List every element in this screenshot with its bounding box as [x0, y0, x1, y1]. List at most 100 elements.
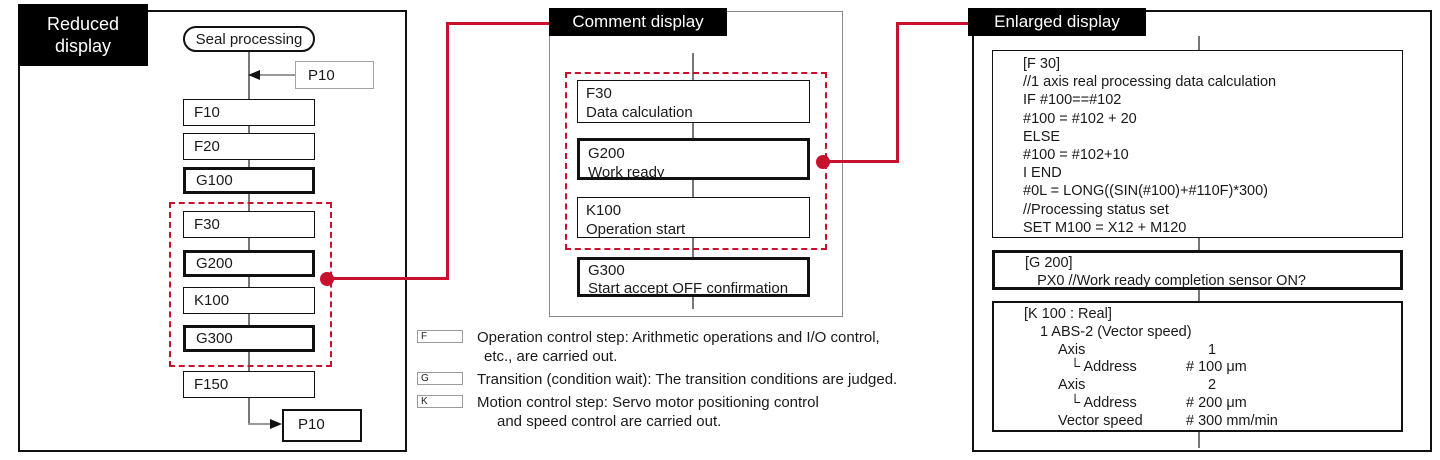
- comment-step-text: Start accept OFF confirmation: [588, 280, 789, 297]
- start-node-seal-processing: Seal processing: [183, 26, 315, 52]
- step-F150: F150: [183, 371, 315, 398]
- flow-line: [692, 53, 694, 80]
- k-row-label: Vector speed: [1058, 412, 1143, 429]
- flow-line: [248, 398, 250, 425]
- legend-text-K-line1: Motion control step: Servo motor positio…: [477, 394, 819, 412]
- entry-jump-box: P10: [295, 61, 374, 89]
- comment-step-text: Operation start: [586, 221, 686, 238]
- flow-line: [1198, 36, 1200, 50]
- k-row-value: # 300 mm/min: [1186, 412, 1278, 429]
- step-label: F150: [194, 376, 229, 393]
- exit-jump-line: [248, 423, 272, 425]
- entry-jump-label: P10: [308, 67, 335, 84]
- k-row-label: Axis: [1058, 341, 1086, 358]
- arrowhead-right-icon: [270, 419, 282, 429]
- code-line: //Processing status set: [1023, 201, 1169, 218]
- red-connector-2: [896, 22, 899, 163]
- step-label: F30: [194, 216, 220, 233]
- k-block-subheader: 1 ABS-2 (Vector speed): [1040, 323, 1192, 340]
- flow-line: [1198, 238, 1200, 250]
- legend-symbol-G: G: [417, 372, 463, 385]
- flow-line: [692, 123, 694, 138]
- step-G300: G300: [183, 325, 315, 352]
- step-label: G300: [196, 330, 233, 347]
- comment-step-F30: F30 Data calculation: [577, 80, 810, 123]
- step-G200: G200: [183, 250, 315, 277]
- step-F30: F30: [183, 211, 315, 238]
- enlarged-block-K100: [K 100 : Real] 1 ABS-2 (Vector speed) Ax…: [992, 301, 1403, 432]
- flow-line: [692, 238, 694, 257]
- legend-text: Motion control step: Servo motor positio…: [477, 394, 819, 411]
- code-line: I END: [1023, 165, 1062, 182]
- legend-symbol-F: F: [417, 330, 463, 343]
- k-row-address1: └ Address # 100 μm: [1024, 359, 1401, 377]
- exit-jump-label: P10: [298, 416, 325, 433]
- red-connector-2: [823, 160, 899, 163]
- red-connector-1: [446, 22, 549, 25]
- code-line: IF #100==#102: [1023, 92, 1122, 109]
- comment-step-K100: K100 Operation start: [577, 197, 810, 238]
- flow-line: [1198, 290, 1200, 301]
- step-G100: G100: [183, 167, 315, 194]
- step-K100: K100: [183, 287, 315, 314]
- red-connector-2: [896, 22, 968, 25]
- arrowhead-left-icon: [248, 70, 260, 80]
- k-row-label: └ Address: [1070, 394, 1137, 411]
- k-row-label: Axis: [1058, 377, 1086, 394]
- step-label: F10: [194, 104, 220, 121]
- k-row-value: 1: [1208, 341, 1217, 358]
- k-row-vector-speed: Vector speed # 300 mm/min: [1024, 413, 1401, 431]
- comment-title-text: Comment display: [572, 12, 704, 31]
- step-label: F20: [194, 138, 220, 155]
- comment-step-code: F30: [586, 85, 612, 102]
- legend-text-G-line1: Transition (condition wait): The transit…: [477, 371, 897, 389]
- legend-symbol-letter: F: [421, 331, 428, 342]
- code-line: [G 200]: [1025, 255, 1073, 271]
- comment-step-G300: G300 Start accept OFF confirmation: [577, 257, 810, 297]
- code-line: #100 = #102+10: [1023, 147, 1129, 164]
- legend-symbol-K: K: [417, 395, 463, 408]
- enlarged-block-F30: [F 30] //1 axis real processing data cal…: [992, 50, 1403, 238]
- enlarged-display-title: Enlarged display: [968, 8, 1146, 36]
- selection-dashed-box-middle: [565, 72, 827, 250]
- exit-jump-box: P10: [282, 409, 362, 442]
- legend-text: etc., are carried out.: [484, 348, 618, 365]
- k-row-label: └ Address: [1070, 359, 1137, 376]
- legend-text-K-line2: and speed control are carried out.: [497, 413, 721, 431]
- red-connector-1: [327, 277, 449, 280]
- red-connector-1: [446, 22, 449, 280]
- k-block-header: [K 100 : Real]: [1024, 306, 1112, 322]
- legend-text-F-line2: etc., are carried out.: [484, 348, 617, 366]
- k-row-value: # 200 μm: [1186, 394, 1247, 411]
- reduced-title-text: Reduced display: [46, 14, 120, 56]
- comment-step-code: G300: [588, 262, 625, 279]
- flow-line: [248, 277, 250, 287]
- k-row-address2: └ Address # 200 μm: [1024, 395, 1401, 413]
- comment-step-code: G200: [588, 145, 625, 162]
- code-line: SET M100 = X12 + M120: [1023, 219, 1187, 236]
- start-node-label: Seal processing: [195, 30, 303, 48]
- code-line: #0L = LONG((SIN(#100)+#110F)*300): [1023, 183, 1269, 200]
- flow-line: [248, 238, 250, 250]
- k-row-axis2: Axis 2: [1024, 377, 1401, 395]
- reduced-display-title: Reduced display: [18, 4, 148, 66]
- k-row-value: 2: [1208, 377, 1217, 394]
- flow-line: [1198, 432, 1200, 448]
- comment-step-text: Data calculation: [586, 104, 693, 121]
- connector-dot-middle: [816, 155, 830, 169]
- comment-step-text: Work ready: [588, 164, 665, 181]
- code-line: #100 = #102 + 20: [1023, 110, 1137, 127]
- comment-step-G200: G200 Work ready: [577, 138, 810, 181]
- step-label: G100: [196, 172, 233, 189]
- flow-line: [692, 295, 694, 309]
- step-F20: F20: [183, 133, 315, 160]
- step-label: K100: [194, 292, 230, 309]
- code-line: //1 axis real processing data calculatio…: [1023, 74, 1277, 91]
- legend-text: and speed control are carried out.: [497, 413, 722, 430]
- legend-text-F-line1: Operation control step: Arithmetic opera…: [477, 329, 880, 347]
- k-row-value: # 100 μm: [1186, 359, 1247, 376]
- k-row-axis1: Axis 1: [1024, 342, 1401, 360]
- step-label: G200: [196, 255, 233, 272]
- enlarged-title-text: Enlarged display: [994, 12, 1120, 31]
- entry-jump-line: [258, 74, 295, 76]
